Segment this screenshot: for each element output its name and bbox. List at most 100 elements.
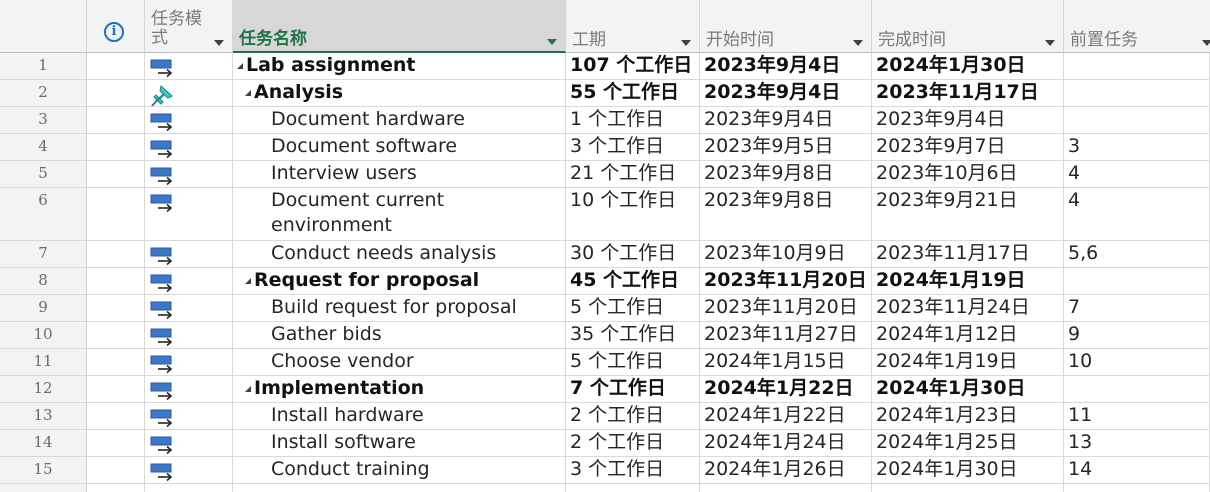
indicator-cell[interactable] bbox=[87, 53, 145, 80]
duration-cell[interactable]: 55 个工作日 bbox=[566, 80, 700, 107]
indicator-cell[interactable] bbox=[87, 349, 145, 376]
predecessors-cell[interactable]: 4 bbox=[1064, 188, 1210, 241]
task-mode-cell[interactable] bbox=[145, 241, 233, 268]
row-number-header[interactable] bbox=[0, 0, 87, 53]
task-name-cell[interactable]: Analysis bbox=[233, 80, 566, 107]
finish-date-cell[interactable]: 2023年9月7日 bbox=[872, 134, 1064, 161]
task-name-cell[interactable]: Gather bids bbox=[233, 322, 566, 349]
indicator-cell[interactable] bbox=[87, 80, 145, 107]
duration-filter-arrow-icon[interactable] bbox=[681, 40, 691, 46]
finish-date-cell[interactable]: 2024年1月23日 bbox=[872, 403, 1064, 430]
task-mode-cell[interactable] bbox=[145, 376, 233, 403]
predecessors-cell[interactable]: 10 bbox=[1064, 349, 1210, 376]
start-date-cell[interactable]: 2024年1月24日 bbox=[700, 430, 872, 457]
task-mode-cell[interactable] bbox=[145, 430, 233, 457]
indicators-column-header[interactable]: i bbox=[87, 0, 145, 53]
row-number[interactable]: 12 bbox=[0, 376, 87, 403]
empty-cell[interactable] bbox=[566, 484, 700, 492]
finish-date-cell[interactable]: 2023年11月17日 bbox=[872, 241, 1064, 268]
finish-date-cell[interactable]: 2023年9月21日 bbox=[872, 188, 1064, 241]
task-mode-cell[interactable] bbox=[145, 403, 233, 430]
task-mode-filter-arrow-icon[interactable] bbox=[214, 40, 224, 46]
task-mode-cell[interactable] bbox=[145, 134, 233, 161]
finish-date-cell[interactable]: 2024年1月19日 bbox=[872, 268, 1064, 295]
task-name-cell[interactable]: Conduct training bbox=[233, 457, 566, 484]
start-date-cell[interactable]: 2023年9月8日 bbox=[700, 161, 872, 188]
indicator-cell[interactable] bbox=[87, 403, 145, 430]
empty-cell[interactable] bbox=[0, 484, 87, 492]
predecessors-cell[interactable]: 4 bbox=[1064, 161, 1210, 188]
predecessors-cell[interactable]: 5,6 bbox=[1064, 241, 1210, 268]
duration-cell[interactable]: 30 个工作日 bbox=[566, 241, 700, 268]
task-name-cell[interactable]: Document software bbox=[233, 134, 566, 161]
predecessors-cell[interactable]: 9 bbox=[1064, 322, 1210, 349]
duration-cell[interactable]: 35 个工作日 bbox=[566, 322, 700, 349]
task-mode-cell[interactable] bbox=[145, 349, 233, 376]
indicator-cell[interactable] bbox=[87, 134, 145, 161]
task-name-cell[interactable]: Document hardware bbox=[233, 107, 566, 134]
predecessors-column-header[interactable]: 前置任务 bbox=[1064, 0, 1210, 53]
start-date-cell[interactable]: 2023年10月9日 bbox=[700, 241, 872, 268]
finish-filter-arrow-icon[interactable] bbox=[1045, 40, 1055, 46]
task-mode-cell[interactable] bbox=[145, 188, 233, 241]
task-mode-cell[interactable] bbox=[145, 268, 233, 295]
duration-cell[interactable]: 2 个工作日 bbox=[566, 430, 700, 457]
duration-cell[interactable]: 1 个工作日 bbox=[566, 107, 700, 134]
row-number[interactable]: 15 bbox=[0, 457, 87, 484]
duration-cell[interactable]: 107 个工作日 bbox=[566, 53, 700, 80]
empty-cell[interactable] bbox=[1064, 484, 1210, 492]
start-date-cell[interactable]: 2024年1月22日 bbox=[700, 376, 872, 403]
predecessors-filter-arrow-icon[interactable] bbox=[1202, 40, 1210, 46]
collapse-triangle-icon[interactable] bbox=[245, 386, 251, 392]
indicator-cell[interactable] bbox=[87, 295, 145, 322]
start-column-header[interactable]: 开始时间 bbox=[700, 0, 872, 53]
empty-cell[interactable] bbox=[233, 484, 566, 492]
start-date-cell[interactable]: 2024年1月15日 bbox=[700, 349, 872, 376]
predecessors-cell[interactable]: 11 bbox=[1064, 403, 1210, 430]
duration-cell[interactable]: 45 个工作日 bbox=[566, 268, 700, 295]
start-date-cell[interactable]: 2023年9月8日 bbox=[700, 188, 872, 241]
row-number[interactable]: 2 bbox=[0, 80, 87, 107]
indicator-cell[interactable] bbox=[87, 457, 145, 484]
duration-cell[interactable]: 10 个工作日 bbox=[566, 188, 700, 241]
row-number[interactable]: 4 bbox=[0, 134, 87, 161]
task-mode-cell[interactable] bbox=[145, 107, 233, 134]
collapse-triangle-icon[interactable] bbox=[245, 278, 251, 284]
duration-cell[interactable]: 3 个工作日 bbox=[566, 134, 700, 161]
task-name-cell[interactable]: Interview users bbox=[233, 161, 566, 188]
start-date-cell[interactable]: 2024年1月22日 bbox=[700, 403, 872, 430]
empty-cell[interactable] bbox=[145, 484, 233, 492]
start-date-cell[interactable]: 2023年11月20日 bbox=[700, 295, 872, 322]
task-name-filter-arrow-icon[interactable] bbox=[547, 39, 557, 45]
empty-cell[interactable] bbox=[872, 484, 1064, 492]
task-mode-cell[interactable] bbox=[145, 457, 233, 484]
finish-date-cell[interactable]: 2023年11月24日 bbox=[872, 295, 1064, 322]
finish-date-cell[interactable]: 2024年1月19日 bbox=[872, 349, 1064, 376]
finish-date-cell[interactable]: 2024年1月12日 bbox=[872, 322, 1064, 349]
finish-date-cell[interactable]: 2023年10月6日 bbox=[872, 161, 1064, 188]
empty-cell[interactable] bbox=[700, 484, 872, 492]
start-date-cell[interactable]: 2024年1月26日 bbox=[700, 457, 872, 484]
duration-cell[interactable]: 5 个工作日 bbox=[566, 295, 700, 322]
task-mode-cell[interactable] bbox=[145, 161, 233, 188]
task-name-cell[interactable]: Document current environment bbox=[233, 188, 566, 241]
start-date-cell[interactable]: 2023年9月4日 bbox=[700, 107, 872, 134]
task-mode-column-header[interactable]: 任务模式 bbox=[145, 0, 233, 53]
row-number[interactable]: 14 bbox=[0, 430, 87, 457]
task-name-cell[interactable]: Install hardware bbox=[233, 403, 566, 430]
start-filter-arrow-icon[interactable] bbox=[853, 40, 863, 46]
finish-date-cell[interactable]: 2024年1月25日 bbox=[872, 430, 1064, 457]
indicator-cell[interactable] bbox=[87, 161, 145, 188]
finish-date-cell[interactable]: 2023年9月4日 bbox=[872, 107, 1064, 134]
finish-date-cell[interactable]: 2023年11月17日 bbox=[872, 80, 1064, 107]
row-number[interactable]: 13 bbox=[0, 403, 87, 430]
row-number[interactable]: 11 bbox=[0, 349, 87, 376]
empty-cell[interactable] bbox=[87, 484, 145, 492]
